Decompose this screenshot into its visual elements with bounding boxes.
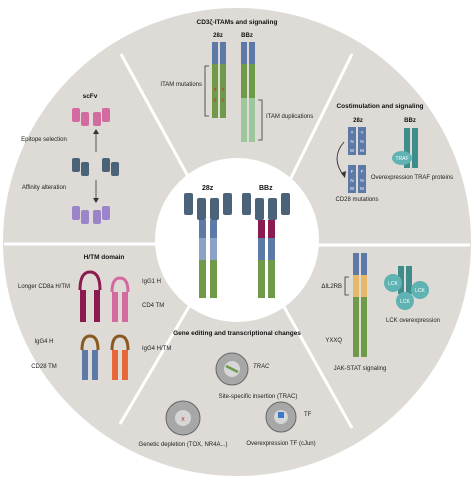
lck-blob-1: LCK: [388, 281, 398, 287]
affinity-alteration-label: Affinity alteration: [22, 185, 66, 191]
yxxq-label: YXXQ: [325, 338, 342, 344]
costim-sector: Costimulation and signaling 28z BBz Y Y …: [335, 103, 453, 203]
lck-blob-3: LCK: [400, 299, 410, 305]
cd28-tm-label: CD28 TM: [31, 364, 57, 370]
svg-text:N: N: [350, 139, 353, 144]
lck-blob-2: LCK: [415, 288, 425, 294]
costim-28z-label: 28z: [353, 118, 363, 124]
cd3z-bbz-label: BBz: [241, 33, 253, 39]
longer-cd8a-label: Longer CD8a H/TM: [18, 284, 70, 290]
costim-bbz-label: BBz: [404, 118, 416, 124]
editing-sector: Gene editing and transcriptional changes…: [139, 330, 316, 448]
igg4-h-right-label: IgG4 H/TM: [142, 346, 171, 352]
center-28z-car: 28z: [184, 185, 232, 298]
genetic-depletion-label: Genetic depletion (TOX, NR4A...): [139, 442, 228, 448]
svg-text:M: M: [360, 186, 364, 191]
svg-text:N: N: [360, 139, 363, 144]
svg-text:x: x: [214, 98, 217, 104]
htm-title: H/TM domain: [84, 254, 125, 261]
cd3z-sector: CD3ζ-ITAMs and signaling 28z BBz x x x x…: [160, 19, 313, 142]
scfv-title: scFv: [83, 93, 98, 100]
jak-stat-label: JAK-STAT signaling: [334, 366, 387, 372]
cd3z-28z-label: 28z: [213, 33, 223, 39]
svg-text:Y: Y: [360, 130, 363, 135]
svg-text:x: x: [222, 87, 225, 93]
svg-text:x: x: [181, 416, 185, 423]
tf-label: TF: [304, 412, 312, 418]
cd3z-title: CD3ζ-ITAMs and signaling: [197, 19, 278, 26]
overexpression-tf-label: Overexpression TF (cJun): [246, 441, 315, 447]
svg-text:F: F: [351, 169, 354, 174]
svg-text:x: x: [214, 87, 217, 93]
svg-text:F: F: [361, 169, 364, 174]
il2rb-lck-sector: ΔIL2RB YXXQ JAK-STAT signaling LCK LCK L…: [321, 253, 440, 372]
cd4-tm-label: CD4 TM: [142, 303, 164, 309]
center-bbz-car: BBz: [242, 185, 290, 298]
itam-duplications-label: ITAM duplications: [266, 114, 313, 120]
editing-title: Gene editing and transcriptional changes: [173, 330, 301, 337]
svg-text:M: M: [350, 186, 354, 191]
svg-text:x: x: [222, 98, 225, 104]
center-disc: [155, 158, 319, 322]
svg-text:Y: Y: [350, 130, 353, 135]
lck-overexpression-label: LCK overexpression: [386, 318, 440, 324]
svg-text:N: N: [350, 178, 353, 183]
igg1-h-label: IgG1 H: [142, 279, 161, 285]
sector-dividers: [4, 53, 470, 429]
costim-title: Costimulation and signaling: [336, 103, 423, 110]
center-bbz-label: BBz: [259, 185, 273, 192]
traf-overexpression-label: Overexpression TRAF proteins: [371, 175, 453, 181]
svg-text:N: N: [360, 178, 363, 183]
epitope-selection-label: Epitope selection: [21, 137, 67, 143]
itam-mutations-label: ITAM mutations: [160, 82, 202, 88]
cd28-mutations-label: CD28 mutations: [335, 197, 378, 203]
center-28z-label: 28z: [202, 185, 214, 192]
scfv-sector: scFv Epitope selection Affinity alterati…: [21, 93, 119, 224]
traf-blob-label: TRAF: [395, 156, 408, 162]
delta-il2rb-label: ΔIL2RB: [321, 284, 342, 290]
svg-text:M: M: [350, 148, 354, 153]
trac-label: TRAC: [253, 364, 270, 370]
svg-text:M: M: [360, 148, 364, 153]
igg4-h-left-label: IgG4 H: [34, 339, 53, 345]
htm-sector: H/TM domain Longer CD8a H/TM IgG1 H CD4 …: [18, 254, 171, 380]
site-specific-label: Site-specific insertion (TRAC): [219, 394, 298, 400]
